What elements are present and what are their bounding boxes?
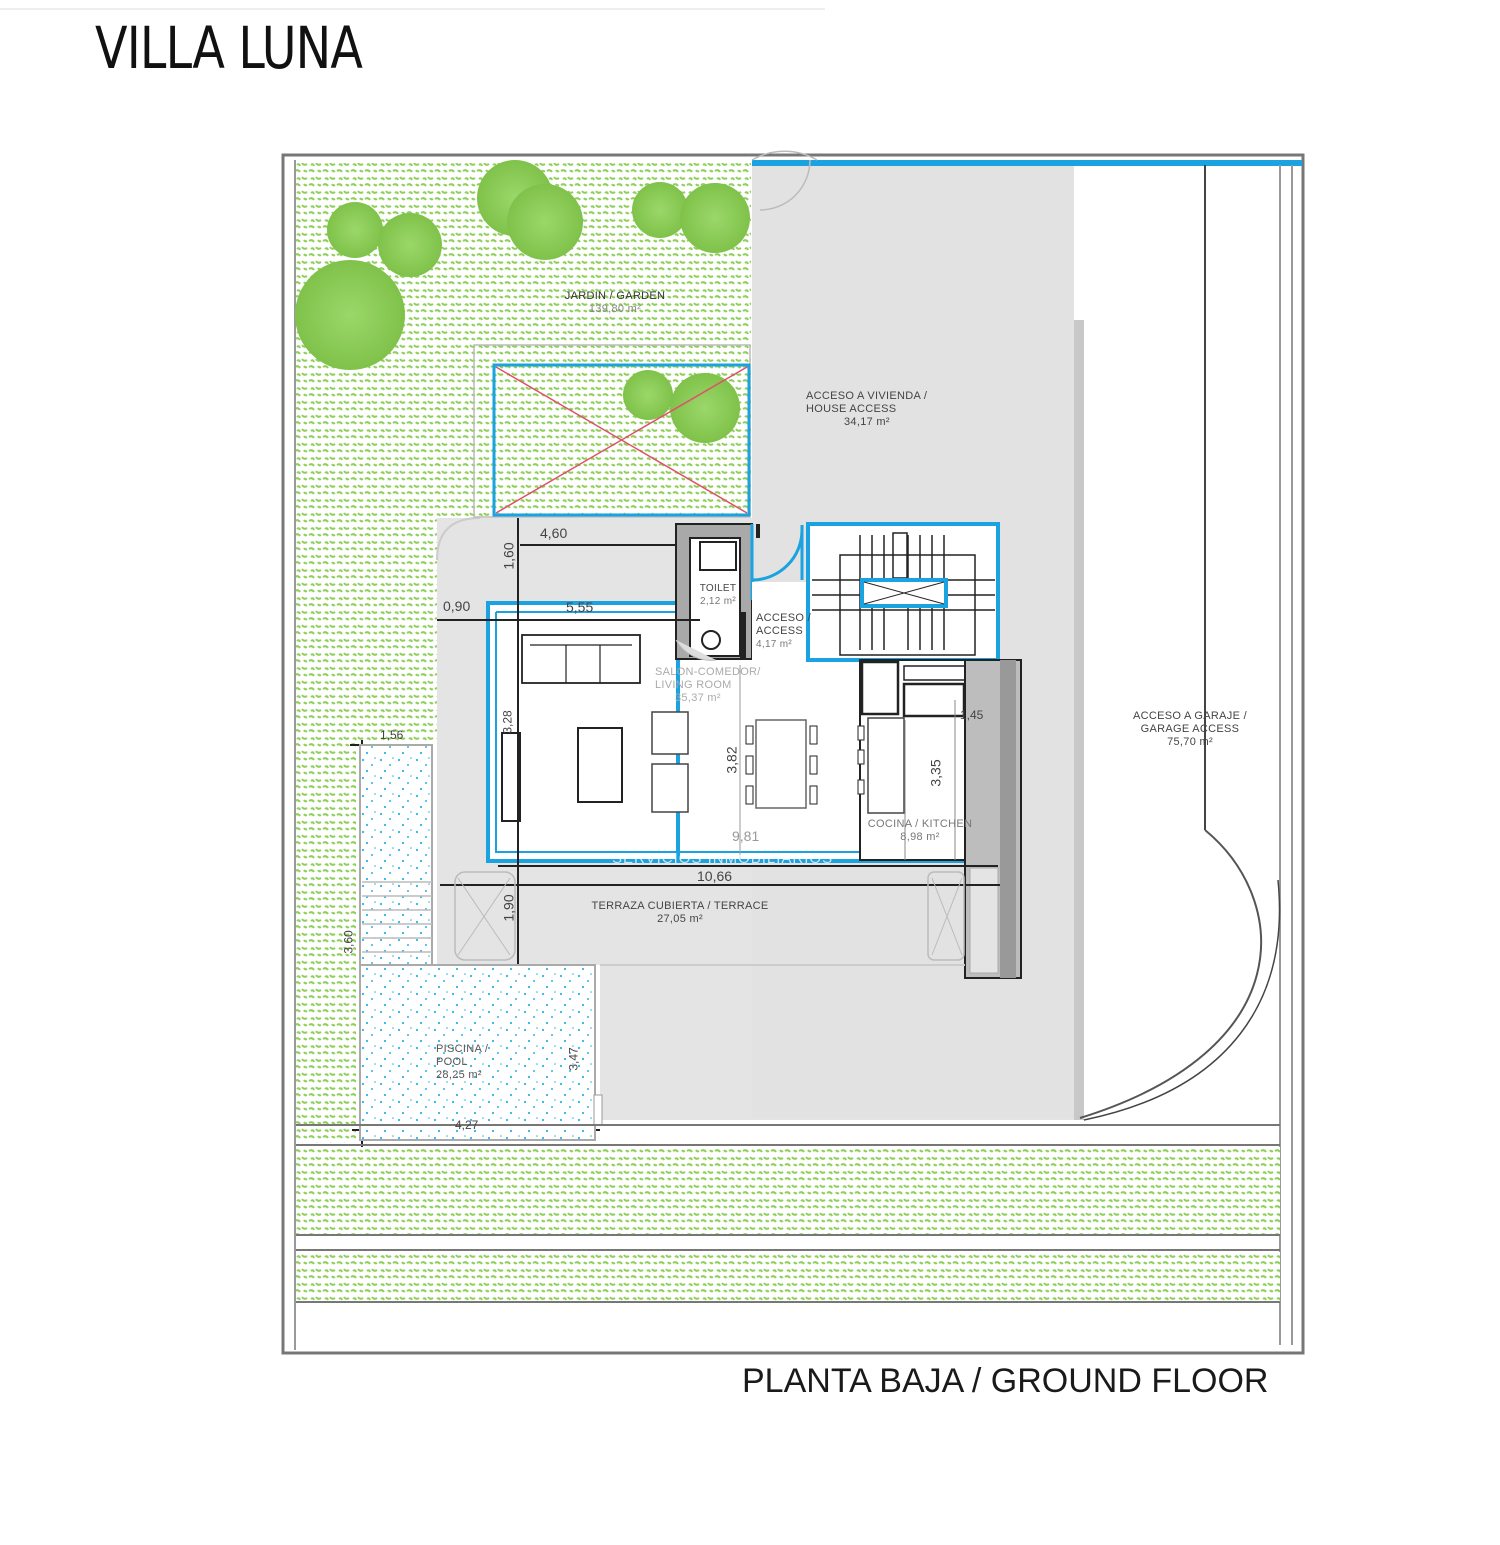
garage-access-label: ACCESO A GARAJE / GARAGE ACCESS 75,70 m² — [1133, 710, 1247, 748]
dim-porch-width: 4,60 — [540, 525, 568, 541]
house-access-label: ACCESO A VIVIENDA / HOUSE ACCESS 34,17 m… — [806, 390, 928, 428]
dim-setback: 0,90 — [443, 598, 471, 614]
dim-terrace-depth: 1,90 — [500, 894, 517, 922]
dim-living-height-left: 3,28 — [500, 710, 515, 734]
top-border-line — [0, 8, 825, 10]
dim-kitchen-depth: 3,35 — [927, 759, 944, 787]
dim-living-depth: 3,82 — [723, 746, 740, 774]
toilet-label: TOILET 2,12 m² — [699, 583, 737, 607]
garden-label: JARDIN / GARDEN 139,80 m² — [564, 290, 666, 315]
living-room-label: SALON-COMEDOR/ LIVING ROOM 35,37 m² — [655, 666, 761, 704]
dim-total-width: 10,66 — [697, 868, 733, 884]
page-title: VILLA LUNA — [95, 14, 363, 82]
dim-pool-bottom-width: 4,27 — [455, 1118, 479, 1132]
dim-kitchen-small: 1,45 — [960, 708, 984, 722]
dim-pool-depth: 3,47 — [566, 1047, 581, 1071]
dim-interior-width: 9,81 — [732, 828, 760, 844]
floor-caption: PLANTA BAJA / GROUND FLOOR — [742, 1362, 1269, 1400]
dim-pool-top-width: 1,56 — [380, 728, 404, 742]
access-label: ACCESO / ACCESS 4,17 m² — [756, 612, 811, 650]
pool-label: PISCINA / POOL 28,25 m² — [436, 1043, 489, 1081]
tree-icons — [295, 160, 750, 443]
dim-living-width: 5,55 — [566, 599, 594, 615]
watermark: SERVICIOS INMOBILIARIOS — [612, 850, 834, 867]
dim-porch-depth: 1,60 — [500, 542, 517, 570]
terrace-label: TERRAZA CUBIERTA / TERRACE 27,05 m² — [591, 900, 769, 925]
dim-pool-side: 3,60 — [341, 930, 356, 954]
kitchen-label: COCINA / KITCHEN 8,98 m² — [867, 818, 973, 843]
